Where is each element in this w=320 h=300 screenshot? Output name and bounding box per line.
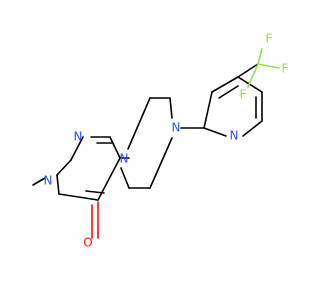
bond-methyl xyxy=(32,177,46,186)
bond-cf3-top xyxy=(257,48,263,65)
bond-cf3-bottom xyxy=(247,63,259,88)
bond-pyridine-1 xyxy=(203,91,213,129)
bond-piperazine-4 xyxy=(149,137,173,189)
bond-ring-a-6 xyxy=(58,193,99,201)
bond-cf3-link xyxy=(237,63,259,78)
atom-n-pyridine: N xyxy=(230,129,239,143)
bond-pyridine-3 xyxy=(237,76,263,93)
atom-n-pyrimidine-methyl: N xyxy=(44,174,53,188)
atom-n-piperazine-left: N xyxy=(120,152,129,166)
molecule-structure: N N O N N N F F F xyxy=(32,32,289,250)
bonds-group xyxy=(32,48,280,239)
bond-cf3-right xyxy=(257,63,280,69)
atom-n-piperazine-right: N xyxy=(172,121,181,135)
atom-f-right: F xyxy=(282,62,289,76)
bond-piperazine-1 xyxy=(127,97,151,150)
bond-piperazine-6 xyxy=(120,167,130,189)
bond-pyridine-2 xyxy=(211,76,239,93)
bond-ring-a-2 xyxy=(70,136,84,161)
bond-pyridine-5 xyxy=(242,120,263,137)
bond-pyridine-6 xyxy=(203,127,227,137)
bond-ring-a-double-2 xyxy=(85,190,105,194)
bond-ring-a-7 xyxy=(56,174,60,195)
bond-ring-a-4 xyxy=(109,136,121,159)
bond-ring-a-5 xyxy=(97,157,121,201)
atom-f-top: F xyxy=(266,32,273,46)
atom-f-bottom: F xyxy=(240,88,247,102)
bond-ring-a-1 xyxy=(56,159,72,176)
bond-pyridine-double-1 xyxy=(218,85,239,99)
atom-o-carbonyl: O xyxy=(83,236,92,250)
atom-labels: N N O N N N F F F xyxy=(44,32,289,250)
atom-n-pyrimidine-top: N xyxy=(74,130,83,144)
bond-piperazine-3 xyxy=(169,97,173,119)
